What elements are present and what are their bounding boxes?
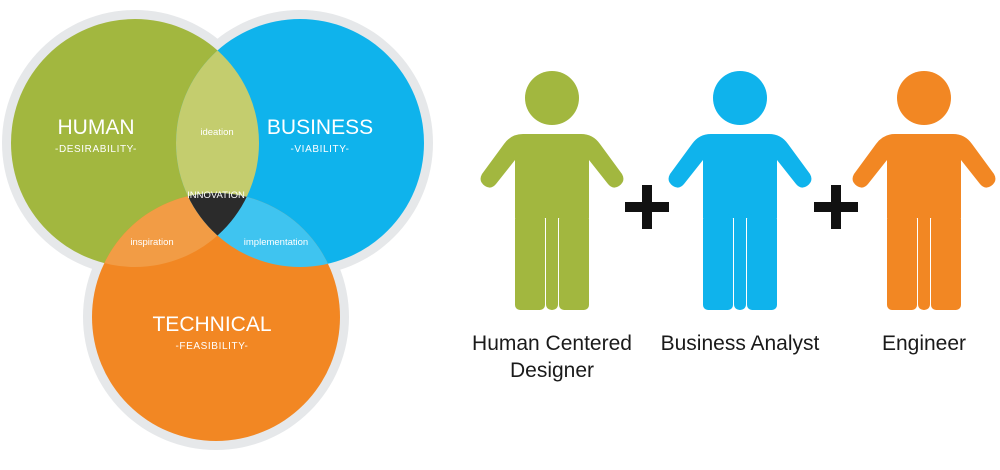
person-icon-designer	[480, 71, 624, 310]
plus-icon-1	[625, 185, 669, 229]
implementation-overlap	[176, 193, 340, 267]
plus-icon-2	[814, 185, 858, 229]
inspiration-label: inspiration	[130, 237, 173, 248]
person-icon-analyst	[668, 71, 812, 310]
engineer-caption-line1: Engineer	[881, 332, 967, 355]
person-icon-engineer	[852, 71, 996, 310]
venn-diagram: HUMAN -DESIRABILITY- BUSINESS -VIABILITY…	[2, 10, 433, 450]
analyst-caption: Business Analyst	[640, 330, 840, 357]
ideation-label: ideation	[200, 127, 233, 138]
technical-title: TECHNICAL	[152, 313, 271, 336]
human-subtitle: -DESIRABILITY-	[55, 144, 137, 155]
designer-caption-line2: Designer	[509, 359, 595, 382]
analyst-caption-line1: Business Analyst	[660, 332, 820, 355]
designer-caption-line1: Human Centered	[472, 332, 632, 355]
engineer-caption: Engineer	[854, 330, 994, 357]
inspiration-overlap	[92, 193, 259, 267]
implementation-label: implementation	[244, 237, 308, 248]
technical-subtitle: -FEASIBILITY-	[175, 341, 248, 352]
innovation-label: INNOVATION	[187, 190, 245, 201]
business-title: BUSINESS	[267, 116, 373, 139]
designer-caption: Human Centered Designer	[452, 330, 652, 384]
human-title: HUMAN	[58, 116, 135, 139]
business-subtitle: -VIABILITY-	[290, 144, 349, 155]
